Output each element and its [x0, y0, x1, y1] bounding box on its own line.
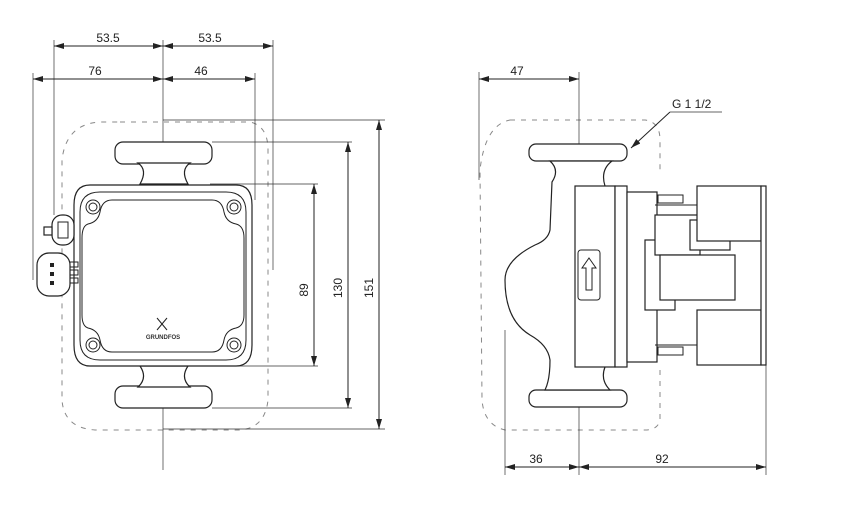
- dim-label-130: 130: [331, 278, 345, 298]
- dim-label-47: 47: [510, 64, 524, 78]
- front-view: 53.5 53.5 76 46 89 130 151: [32, 31, 385, 470]
- dim-label-92: 92: [655, 452, 669, 466]
- dim-label-46: 46: [194, 64, 208, 78]
- pump-front: GRUNDFOS: [36, 141, 253, 409]
- dim-label-53-5-right: 53.5: [198, 31, 222, 45]
- bolt-icon: [226, 337, 242, 353]
- dim-label-36: 36: [529, 452, 543, 466]
- clearance-outline-side: [479, 119, 661, 431]
- dim-label-151: 151: [362, 278, 376, 298]
- brand-label: GRUNDFOS: [146, 335, 180, 341]
- grundfos-logo: GRUNDFOS: [146, 317, 180, 341]
- dim-label-53-5-left: 53.5: [96, 31, 120, 45]
- bolt-icon: [226, 199, 242, 215]
- bolt-icon: [85, 199, 101, 215]
- pump-side: [504, 143, 767, 408]
- bolt-icon: [85, 337, 101, 353]
- side-view: 47 36 92 G 1 1/2: [478, 64, 767, 475]
- thread-leader: [630, 111, 671, 149]
- clearance-outline: [61, 121, 269, 431]
- signal-connector: [43, 214, 75, 246]
- power-connector: [36, 252, 79, 297]
- dim-label-76: 76: [88, 64, 102, 78]
- flow-direction-arrow-icon: [577, 249, 601, 301]
- thread-label: G 1 1/2: [672, 97, 712, 111]
- dim-label-89: 89: [297, 283, 311, 297]
